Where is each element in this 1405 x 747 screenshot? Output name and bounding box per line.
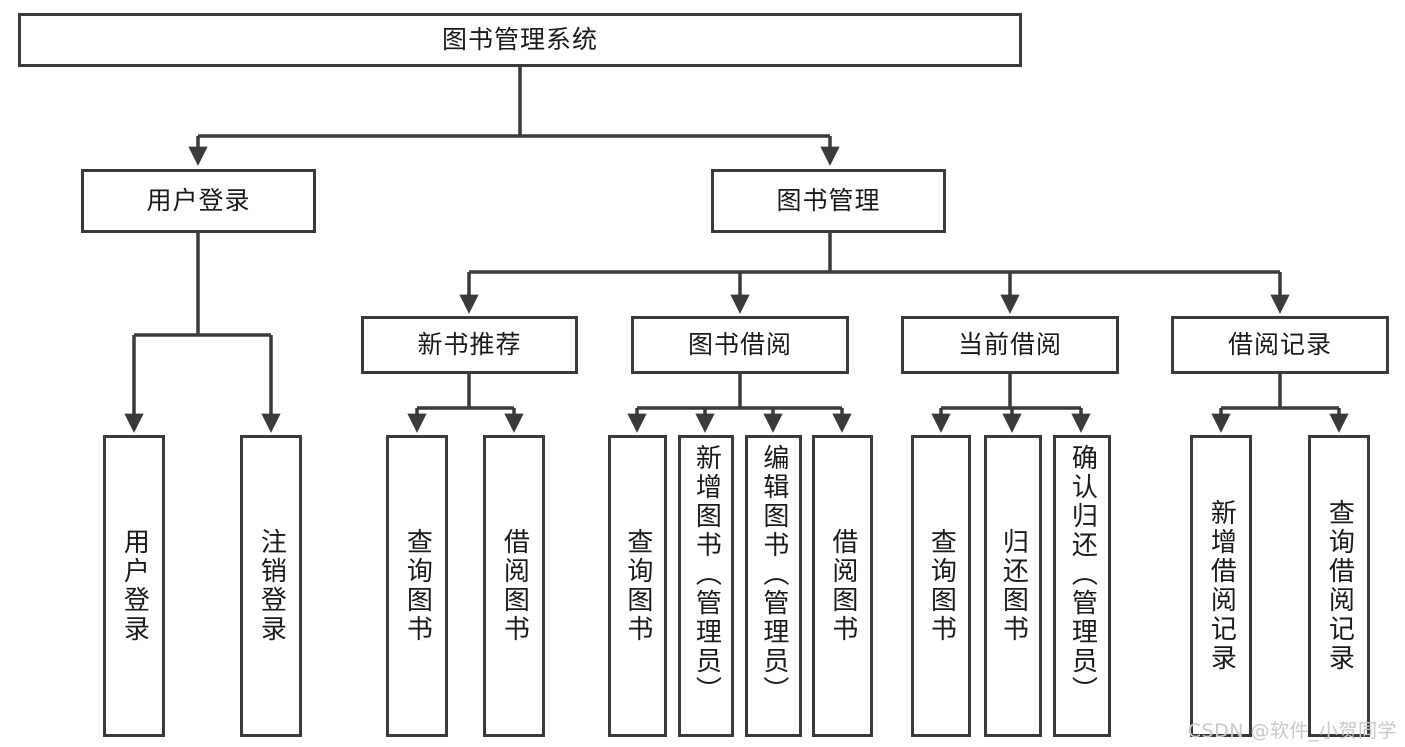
node-label: 编辑图书（管理员） — [758, 444, 789, 705]
csdn-watermark: CSDN @软件_小贺同学 — [1187, 720, 1397, 742]
node-label: 用户登录 — [146, 185, 251, 215]
leaf-current-confirm-return-admin[interactable]: 确认归还（管理员） — [1053, 435, 1111, 737]
node-label: 借阅图书 — [827, 528, 858, 644]
node-label: 借阅图书 — [499, 528, 530, 644]
leaf-borrow-edit-book-admin[interactable]: 编辑图书（管理员） — [745, 435, 802, 737]
node-label: 用户登录 — [119, 528, 150, 644]
node-new-book-recommend[interactable]: 新书推荐 — [361, 316, 578, 374]
node-label: 图书管理 — [776, 185, 881, 215]
leaf-current-return-book[interactable]: 归还图书 — [984, 435, 1042, 737]
leaf-borrow-query-book[interactable]: 查询图书 — [608, 435, 667, 737]
node-label: 注销登录 — [256, 528, 287, 644]
node-label: 图书管理系统 — [441, 24, 598, 54]
leaf-borrow-borrow-book[interactable]: 借阅图书 — [812, 435, 873, 737]
leaf-recommend-borrow-book[interactable]: 借阅图书 — [483, 435, 545, 737]
leaf-record-add-record[interactable]: 新增借阅记录 — [1190, 435, 1252, 737]
node-label: 当前借阅 — [957, 329, 1062, 359]
node-label: 归还图书 — [998, 528, 1029, 644]
node-label: 借阅记录 — [1227, 329, 1332, 359]
node-label: 图书借阅 — [687, 329, 792, 359]
node-book-management[interactable]: 图书管理 — [711, 169, 946, 233]
node-root-system[interactable]: 图书管理系统 — [18, 13, 1022, 67]
node-borrow-record[interactable]: 借阅记录 — [1171, 316, 1389, 374]
leaf-recommend-query-book[interactable]: 查询图书 — [386, 435, 448, 737]
node-label: 查询借阅记录 — [1324, 499, 1355, 673]
leaf-record-query-record[interactable]: 查询借阅记录 — [1308, 435, 1370, 737]
node-user-login[interactable]: 用户登录 — [81, 169, 316, 233]
node-label: 新书推荐 — [417, 329, 522, 359]
node-label: 确认归还（管理员） — [1067, 444, 1098, 705]
node-label: 新增借阅记录 — [1206, 499, 1237, 673]
leaf-current-query-book[interactable]: 查询图书 — [911, 435, 971, 737]
node-book-borrow[interactable]: 图书借阅 — [631, 316, 849, 374]
node-current-borrow[interactable]: 当前借阅 — [901, 316, 1119, 374]
node-label: 新增图书（管理员） — [691, 444, 722, 705]
leaf-borrow-add-book-admin[interactable]: 新增图书（管理员） — [678, 435, 734, 737]
node-label: 查询图书 — [622, 528, 653, 644]
node-label: 查询图书 — [402, 528, 433, 644]
leaf-user-login-login[interactable]: 用户登录 — [103, 435, 165, 737]
leaf-user-login-logout[interactable]: 注销登录 — [240, 435, 302, 737]
node-label: 查询图书 — [926, 528, 957, 644]
